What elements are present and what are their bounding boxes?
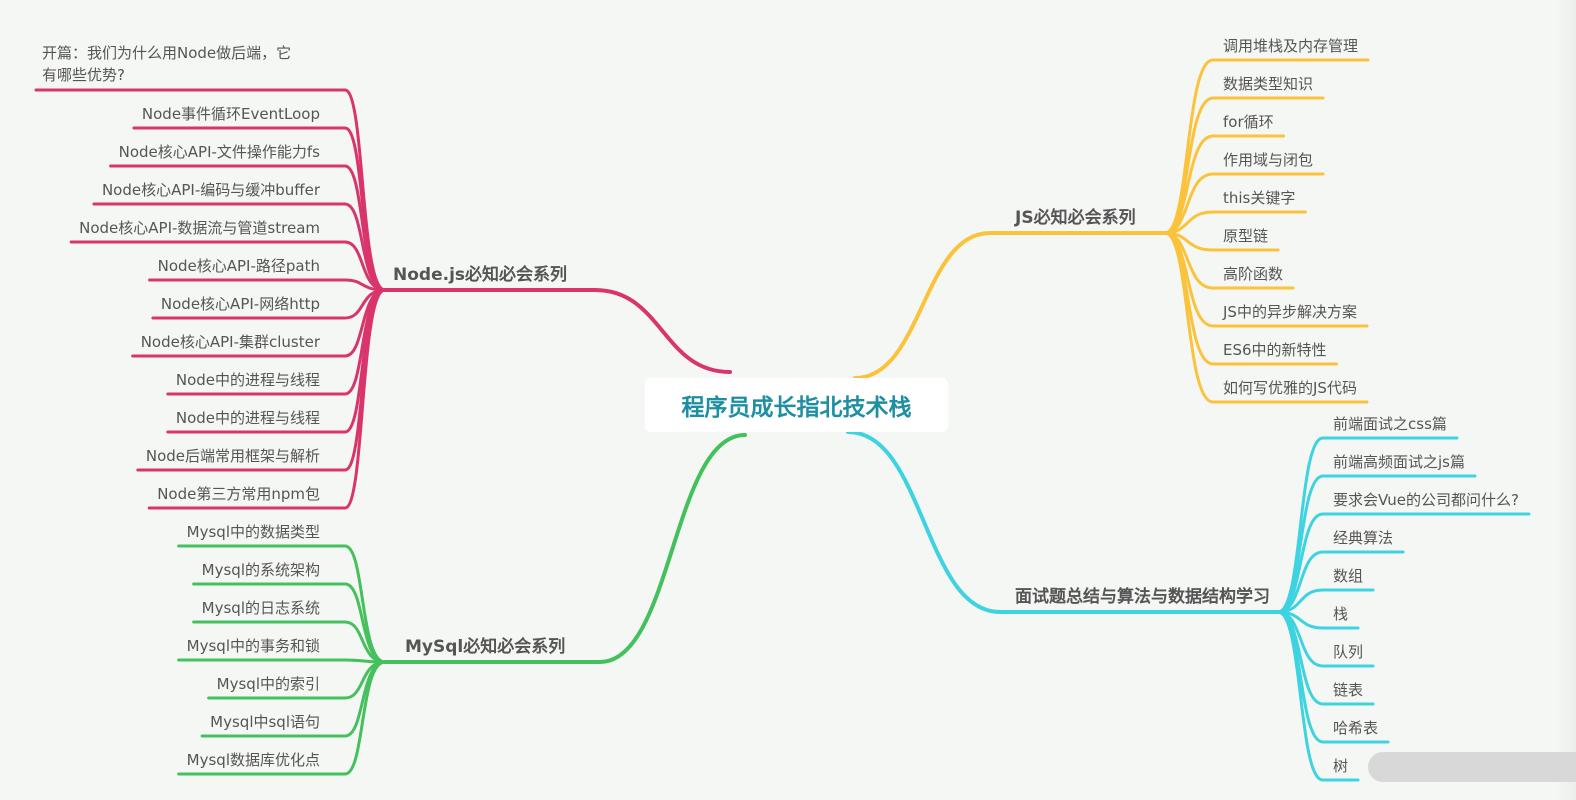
leaf-topic-js[interactable]: 作用域与闭包 — [1223, 151, 1313, 169]
leaf-topic-interview[interactable]: 链表 — [1333, 681, 1363, 699]
leaf-topic-mysql[interactable]: Mysql的日志系统 — [202, 599, 320, 617]
leaf-topic-node[interactable]: Node中的进程与线程 — [176, 409, 320, 427]
leaf-topic-node[interactable]: Node中的进程与线程 — [176, 371, 320, 389]
leaf-topic-node[interactable]: Node核心API-路径path — [158, 257, 320, 275]
leaf-topic-mysql[interactable]: Mysql数据库优化点 — [187, 751, 320, 769]
leaf-connector-node — [148, 278, 387, 292]
leaf-topic-interview[interactable]: 树 — [1333, 757, 1348, 775]
leaf-topic-interview[interactable]: 前端高频面试之js篇 — [1333, 453, 1465, 471]
central-topic[interactable]: 程序员成长指北技术栈 — [645, 378, 948, 432]
leaf-connector-mysql — [192, 582, 387, 664]
leaf-topic-interview[interactable]: 栈 — [1333, 605, 1348, 623]
leaf-connector-node — [147, 288, 387, 510]
node-branch-line — [383, 288, 732, 374]
leaf-topic-js[interactable]: this关键字 — [1223, 189, 1295, 207]
leaf-connector-js — [1163, 172, 1325, 235]
leaf-topic-interview[interactable]: 数组 — [1333, 567, 1363, 585]
leaf-connector-interview — [1276, 550, 1405, 614]
leaf-topic-js[interactable]: JS中的异步解决方案 — [1222, 303, 1357, 321]
leaf-topic-node[interactable]: Node核心API-数据流与管道stream — [79, 219, 320, 237]
js-branch-line — [853, 231, 1167, 380]
leaf-topic-node[interactable]: Node后端常用框架与解析 — [146, 447, 320, 465]
interview-branch-label[interactable]: 面试题总结与算法与数据结构学习 — [1015, 586, 1270, 607]
leaf-topic-node[interactable]: 开篇：我们为什么用Node做后端，它有哪些优势? — [42, 44, 291, 84]
leaf-topic-js[interactable]: for循环 — [1223, 113, 1274, 131]
leaf-connector-node — [69, 240, 387, 292]
interview-branch-line — [846, 430, 1280, 614]
leaf-topic-interview[interactable]: 经典算法 — [1333, 529, 1393, 547]
central-topic-label: 程序员成长指北技术栈 — [681, 395, 912, 421]
leaf-topic-mysql[interactable]: Mysql中的数据类型 — [187, 523, 320, 541]
mysql-branch-label[interactable]: MySql必知必会系列 — [405, 636, 565, 657]
leaf-connector-interview — [1276, 610, 1360, 782]
leaf-topic-interview[interactable]: 队列 — [1333, 643, 1363, 661]
leaf-connector-mysql — [177, 658, 387, 664]
leaf-connector-js — [1163, 134, 1286, 235]
leaf-topic-interview[interactable]: 哈希表 — [1333, 719, 1378, 737]
leaf-topic-node[interactable]: Node第三方常用npm包 — [157, 485, 320, 503]
leaf-topic-js[interactable]: ES6中的新特性 — [1223, 341, 1327, 359]
leaf-topic-js[interactable]: 原型链 — [1223, 227, 1268, 245]
leaf-topic-mysql[interactable]: Mysql中的事务和锁 — [187, 637, 320, 655]
node-branch-label[interactable]: Node.js必知必会系列 — [393, 264, 567, 285]
leaf-topic-node[interactable]: Node核心API-集群cluster — [141, 333, 321, 351]
leaf-topic-js[interactable]: 如何写优雅的JS代码 — [1223, 379, 1357, 397]
leaf-topic-mysql[interactable]: Mysql中的索引 — [217, 675, 320, 693]
leaf-topic-node[interactable]: Node核心API-文件操作能力fs — [119, 143, 321, 161]
leaf-topic-node[interactable]: Node事件循环EventLoop — [142, 105, 320, 123]
leaf-topic-mysql[interactable]: Mysql中sql语句 — [210, 713, 320, 731]
leaf-topic-node[interactable]: Node核心API-网络http — [161, 295, 320, 313]
leaf-topic-js[interactable]: 调用堆栈及内存管理 — [1223, 37, 1358, 55]
leaf-connector-mysql — [177, 660, 387, 776]
leaf-topic-interview[interactable]: 前端面试之css篇 — [1333, 415, 1447, 433]
leaf-connector-interview — [1276, 512, 1531, 614]
edge-shade — [1556, 0, 1576, 800]
leaf-topic-node[interactable]: Node核心API-编码与缓冲buffer — [102, 181, 321, 199]
leaf-connector-js — [1163, 231, 1369, 404]
mysql-branch-line — [383, 433, 747, 664]
horizontal-scrollbar[interactable] — [1368, 752, 1576, 782]
leaf-topic-js[interactable]: 高阶函数 — [1223, 265, 1283, 283]
leaf-topic-js[interactable]: 数据类型知识 — [1223, 75, 1313, 93]
js-branch-label[interactable]: JS必知必会系列 — [1014, 207, 1136, 228]
leaf-connector-mysql — [192, 620, 387, 664]
leaf-topic-mysql[interactable]: Mysql的系统架构 — [202, 561, 320, 579]
leaf-topic-interview[interactable]: 要求会Vue的公司都问什么? — [1333, 491, 1519, 509]
leaf-connector-node — [92, 202, 387, 292]
